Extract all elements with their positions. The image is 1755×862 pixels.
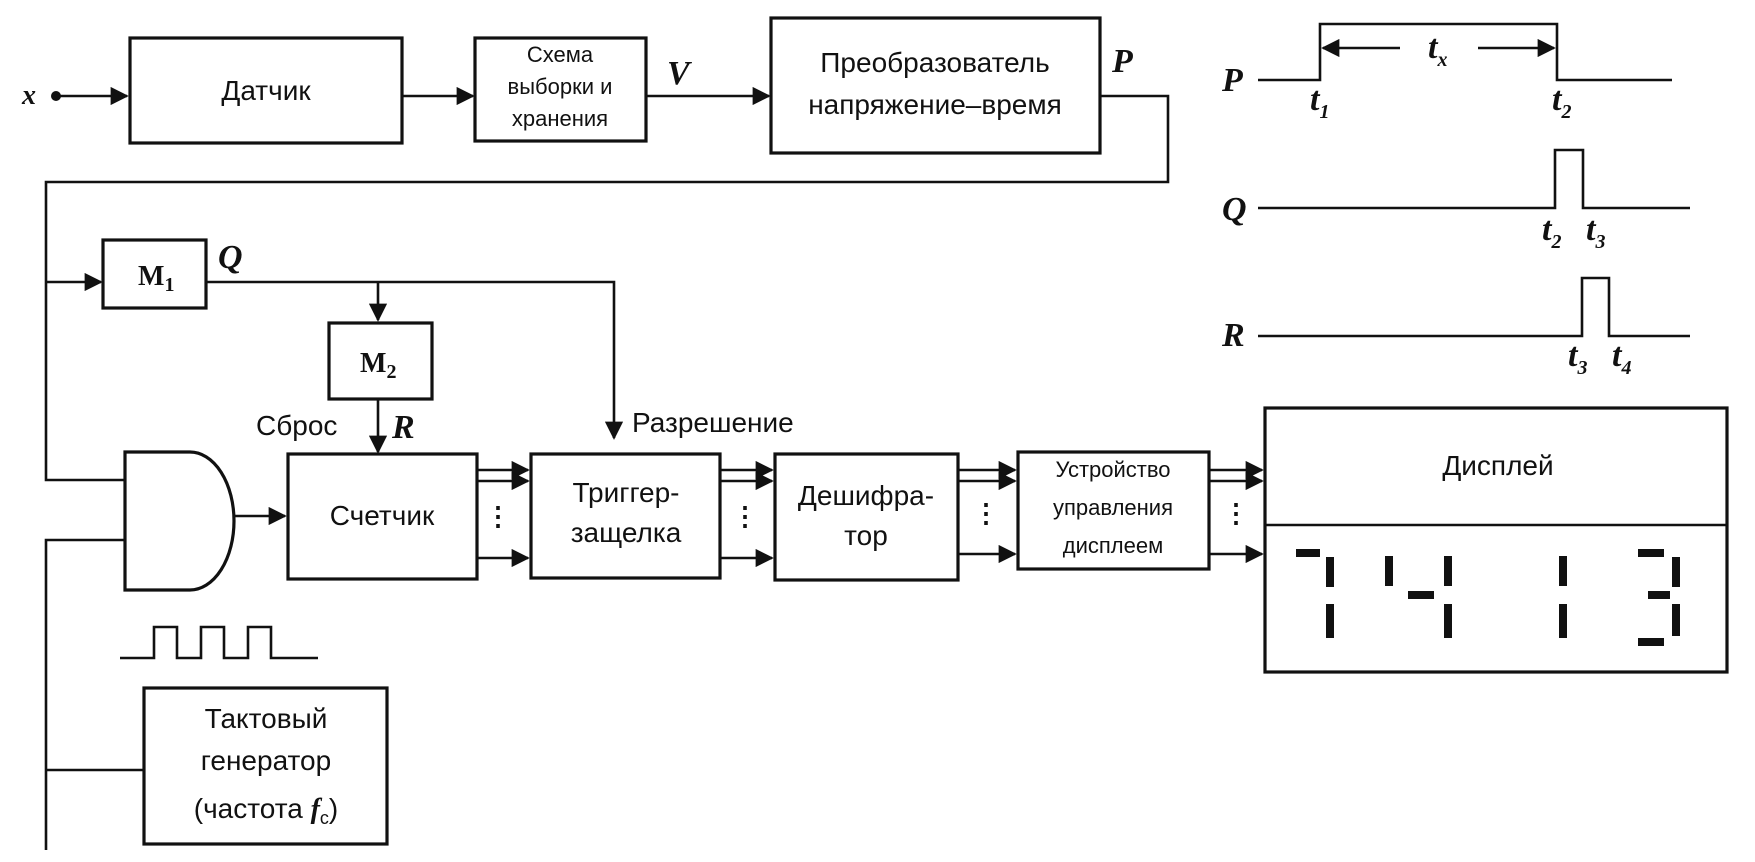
reset-label: Сброс bbox=[256, 410, 337, 441]
and-gate bbox=[123, 450, 236, 592]
sensor-label: Датчик bbox=[221, 75, 311, 106]
signal-v-label: V bbox=[667, 55, 692, 92]
timing-r: R t3 t4 bbox=[1221, 276, 1690, 379]
input-x-label: x bbox=[21, 80, 36, 111]
timing-r-t3-label: t3 bbox=[1568, 337, 1587, 379]
clock-generator-block: Тактовый генератор (частота fc) bbox=[142, 686, 389, 846]
input-x: x bbox=[21, 80, 129, 111]
clock-waveform bbox=[120, 625, 318, 660]
timing-r-t4-label: t4 bbox=[1612, 337, 1631, 379]
timing-t1-label: t1 bbox=[1310, 81, 1329, 123]
sample-hold-line3: хранения bbox=[512, 106, 608, 131]
clock-line2: генератор bbox=[201, 745, 331, 776]
seven-segment-readout bbox=[1296, 549, 1680, 646]
decoder-line1: Дешифра- bbox=[798, 480, 934, 511]
display-block: Дисплей bbox=[1263, 406, 1729, 674]
ctrl-to-display-bus: ⋮ bbox=[1209, 460, 1264, 564]
latch-to-decoder-bus: ⋮ bbox=[720, 460, 774, 568]
timing-p: P tx t1 t2 bbox=[1221, 22, 1672, 123]
counter-label: Счетчик bbox=[330, 500, 435, 531]
timing-q-t3-label: t3 bbox=[1586, 211, 1605, 253]
counter-to-latch-bus: ⋮ bbox=[477, 460, 530, 568]
sample-hold-line2: выборки и bbox=[508, 74, 613, 99]
vt-converter-block: Преобразователь напряжение–время bbox=[769, 16, 1102, 155]
display-ctrl-line1: Устройство bbox=[1055, 457, 1170, 482]
enable-label: Разрешение bbox=[632, 407, 794, 438]
sensor-block: Датчик bbox=[128, 36, 404, 145]
latch-line2: защелка bbox=[571, 517, 682, 548]
m1-block: M1 bbox=[101, 238, 208, 310]
display-label: Дисплей bbox=[1442, 450, 1553, 481]
m2-block: M2 bbox=[327, 321, 434, 401]
clock-line3: (частота fc) bbox=[194, 793, 338, 828]
bus-ellipsis-1: ⋮ bbox=[485, 501, 511, 531]
timing-q: Q t2 t3 bbox=[1222, 148, 1690, 253]
vt-converter-line2: напряжение–время bbox=[808, 89, 1062, 120]
counter-block: Счетчик bbox=[286, 452, 479, 581]
clock-line1: Тактовый bbox=[205, 703, 328, 734]
m2-label: M2 bbox=[360, 348, 396, 383]
bus-ellipsis-2: ⋮ bbox=[732, 501, 758, 531]
m1-label: M1 bbox=[138, 261, 174, 296]
vt-converter-line1: Преобразователь bbox=[820, 47, 1049, 78]
decoder-block: Дешифра- тор bbox=[773, 452, 960, 582]
timing-tx-label: tx bbox=[1428, 29, 1447, 71]
display-ctrl-line2: управления bbox=[1053, 495, 1173, 520]
timing-p-label: P bbox=[1221, 62, 1243, 99]
latch-line1: Триггер- bbox=[572, 477, 679, 508]
signal-p-label: P bbox=[1111, 43, 1133, 80]
sample-hold-block: Схема выборки и хранения bbox=[473, 36, 648, 143]
timing-t2-label: t2 bbox=[1552, 81, 1571, 123]
latch-block: Триггер- защелка bbox=[529, 452, 722, 580]
display-control-block: Устройство управления дисплеем bbox=[1016, 450, 1211, 571]
signal-r-label: R bbox=[391, 409, 415, 446]
signal-q-label: Q bbox=[218, 239, 243, 276]
timing-q-t2-label: t2 bbox=[1542, 211, 1561, 253]
display-ctrl-line3: дисплеем bbox=[1063, 533, 1163, 558]
timing-q-label: Q bbox=[1222, 191, 1247, 228]
decoder-line2: тор bbox=[844, 520, 888, 551]
decoder-to-ctrl-bus: ⋮ bbox=[958, 460, 1017, 564]
bus-ellipsis-4: ⋮ bbox=[1223, 498, 1249, 528]
sample-hold-line1: Схема bbox=[527, 42, 594, 67]
timing-r-label: R bbox=[1221, 317, 1245, 354]
bus-ellipsis-3: ⋮ bbox=[973, 498, 999, 528]
